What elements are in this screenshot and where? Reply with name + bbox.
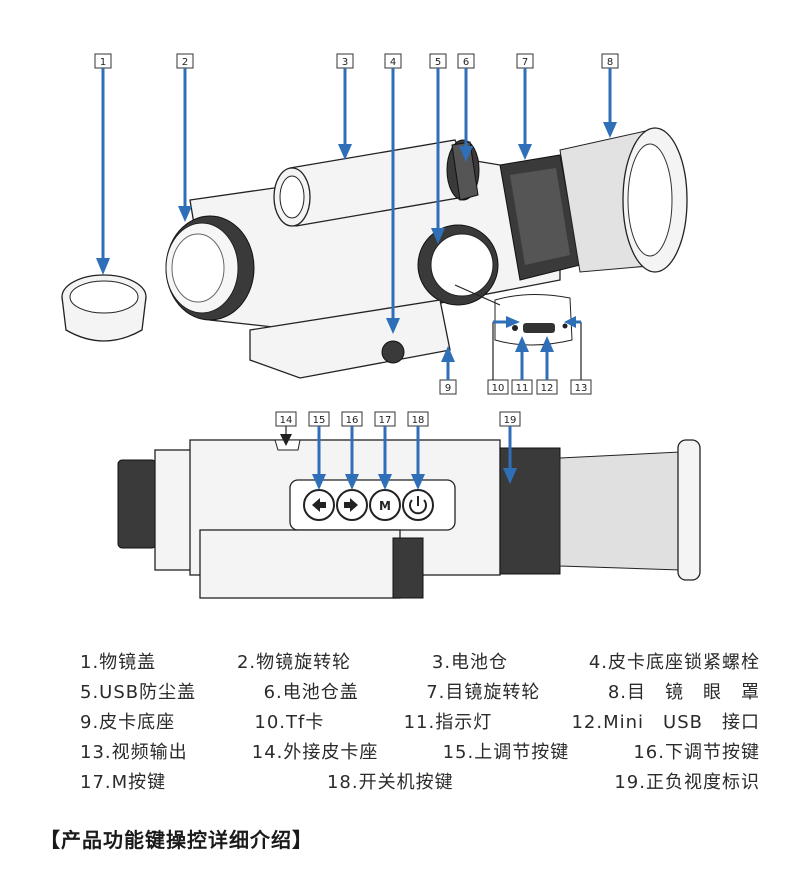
- callout-17: 17: [374, 411, 396, 490]
- legend-item: 4.皮卡底座锁紧螺栓: [588, 652, 760, 673]
- callout-4: 4: [384, 53, 402, 334]
- legend-item: 16.下调节按键: [633, 742, 760, 763]
- callout-9: 9: [439, 346, 457, 395]
- legend-item: 11.指示灯: [403, 712, 493, 733]
- callout-3: 3: [336, 53, 354, 160]
- callout-19-label: 19: [504, 415, 517, 426]
- callout-6: 6: [457, 53, 475, 162]
- eyepiece-ring: [499, 154, 581, 281]
- legend-item: 3.电池仓: [431, 652, 509, 673]
- legend-line-1: 1.物镜盖 2.物镜旋转轮 3.电池仓 4.皮卡底座锁紧螺栓: [80, 648, 760, 678]
- callout-14: 14: [275, 411, 297, 446]
- callout-16-label: 16: [346, 415, 359, 426]
- callout-18: 18: [407, 411, 429, 490]
- legend-item: 9.皮卡底座: [80, 712, 176, 733]
- callout-19: 19: [499, 411, 521, 484]
- callout-4-label: 4: [390, 57, 396, 68]
- callout-5: 5: [429, 53, 447, 244]
- button-m: M: [369, 489, 401, 521]
- lens-cap: [61, 274, 147, 342]
- callout-15-label: 15: [313, 415, 326, 426]
- callout-5-label: 5: [435, 57, 441, 68]
- callout-1-label: 1: [100, 57, 106, 68]
- callout-8-label: 8: [607, 57, 613, 68]
- legend-item: 13.视频输出: [80, 742, 188, 763]
- eye-cup: [559, 127, 688, 273]
- scope-diagram: M 1 2 3 4: [61, 53, 701, 599]
- legend-item: 15.上调节按键: [442, 742, 570, 763]
- callout-15: 15: [308, 411, 330, 490]
- button-down: [336, 489, 368, 521]
- button-up: [303, 489, 335, 521]
- legend-item: 10.Tf卡: [254, 712, 325, 733]
- callout-13: 13: [564, 316, 592, 395]
- legend-item: 1.物镜盖: [80, 652, 157, 673]
- callout-7-label: 7: [522, 57, 528, 68]
- legend-line-4: 13.视频输出 14.外接皮卡座 15.上调节按键 16.下调节按键: [80, 738, 760, 768]
- callout-8: 8: [601, 53, 619, 138]
- callout-2: 2: [176, 53, 194, 222]
- usb-cover: [417, 224, 499, 306]
- callout-7: 7: [516, 53, 534, 160]
- legend-item: 12.Mini USB 接口: [571, 712, 760, 733]
- legend-item: 2.物镜旋转轮: [236, 652, 352, 673]
- callout-3-label: 3: [342, 57, 348, 68]
- usb-detail: [454, 284, 573, 346]
- legend-item: 18.开关机按键: [326, 772, 454, 793]
- legend-line-3: 9.皮卡底座 10.Tf卡 11.指示灯 12.Mini USB 接口: [80, 708, 760, 738]
- legend-item: 5.USB防尘盖: [80, 682, 197, 703]
- section-title: 【产品功能键操控详细介绍】: [40, 828, 313, 852]
- callout-17-label: 17: [379, 415, 392, 426]
- legend-item: 19.正负视度标识: [614, 772, 760, 793]
- callout-10: 10: [487, 316, 520, 395]
- button-power: [402, 489, 434, 521]
- callout-11: 11: [511, 336, 533, 395]
- legend-line-2: 5.USB防尘盖 6.电池仓盖 7.目镜旋转轮 8.目 镜 眼 罩: [80, 678, 760, 708]
- legend-item: 8.目 镜 眼 罩: [607, 682, 760, 703]
- callout-14-label: 14: [280, 415, 293, 426]
- battery-cap: [446, 139, 480, 201]
- callout-6-label: 6: [463, 57, 469, 68]
- objective-lens: [165, 215, 255, 321]
- callout-12-label: 12: [541, 383, 554, 394]
- picatinny-mount: [249, 299, 451, 379]
- callout-2-label: 2: [182, 57, 188, 68]
- legend-item: 7.目镜旋转轮: [426, 682, 541, 703]
- callout-9-label: 9: [445, 383, 451, 394]
- callout-18-label: 18: [412, 415, 425, 426]
- legend-line-5: 17.M按键 18.开关机按键 19.正负视度标识: [80, 768, 760, 798]
- scope-top-view: [61, 127, 688, 379]
- parts-legend: 1.物镜盖 2.物镜旋转轮 3.电池仓 4.皮卡底座锁紧螺栓 5.USB防尘盖 …: [80, 648, 760, 798]
- svg-text:M: M: [379, 499, 391, 513]
- callout-12: 12: [536, 336, 558, 395]
- legend-item: 17.M按键: [80, 772, 167, 793]
- legend-item: 14.外接皮卡座: [251, 742, 379, 763]
- callout-13-label: 13: [575, 383, 588, 394]
- callout-11-label: 11: [516, 383, 529, 394]
- callout-10-label: 10: [492, 383, 505, 394]
- legend-item: 6.电池仓盖: [263, 682, 359, 703]
- scope-side-view: M: [117, 439, 701, 599]
- callout-1: 1: [94, 53, 112, 275]
- callout-16: 16: [341, 411, 363, 490]
